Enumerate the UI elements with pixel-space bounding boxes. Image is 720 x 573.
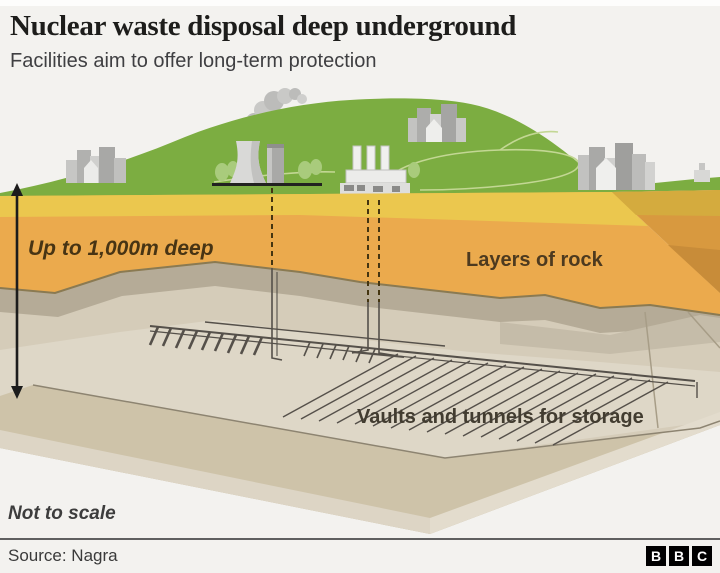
city-left-icon [66, 147, 126, 183]
footer-divider [0, 538, 720, 540]
page-title: Nuclear waste disposal deep underground [10, 10, 517, 42]
wall-crease [644, 311, 720, 429]
bbc-logo-letter: B [669, 546, 689, 566]
block-side-face-dark [668, 245, 720, 293]
source-credit: Source: Nagra [8, 546, 118, 565]
front-slope-band-right [430, 412, 720, 534]
depth-label: Up to 1,000m deep [28, 237, 214, 260]
floor-plateau-edge [32, 384, 720, 459]
trees-icon [215, 159, 420, 181]
bbc-logo-letter: C [692, 546, 712, 566]
yellow-rock-layer [0, 192, 648, 226]
rock-layers-label: Layers of rock [466, 249, 603, 271]
front-slope-band-left [0, 430, 430, 534]
rock-cavern-boundary [0, 260, 720, 316]
top-margin-strip [0, 0, 720, 6]
depth-arrow [11, 183, 23, 399]
cavern-front-slope [0, 385, 720, 534]
factory-icon [340, 145, 410, 194]
bbc-logo: B B C [646, 546, 712, 566]
cavern-floor [0, 320, 720, 458]
block-side-face-band [612, 190, 720, 216]
orange-rock-layer [0, 192, 720, 315]
nuclear-plant-icon [212, 141, 322, 186]
shaft-lines [271, 188, 399, 361]
city-right-icon [578, 143, 710, 190]
cavern-wall-facet [500, 315, 720, 354]
cavern-rim [0, 262, 720, 340]
page-subtitle: Facilities aim to offer long-term protec… [10, 50, 377, 72]
not-to-scale-note: Not to scale [8, 503, 116, 524]
hilltop-buildings-icon [408, 104, 466, 142]
vaults-label: Vaults and tunnels for storage [357, 406, 644, 428]
bbc-logo-letter: B [646, 546, 666, 566]
